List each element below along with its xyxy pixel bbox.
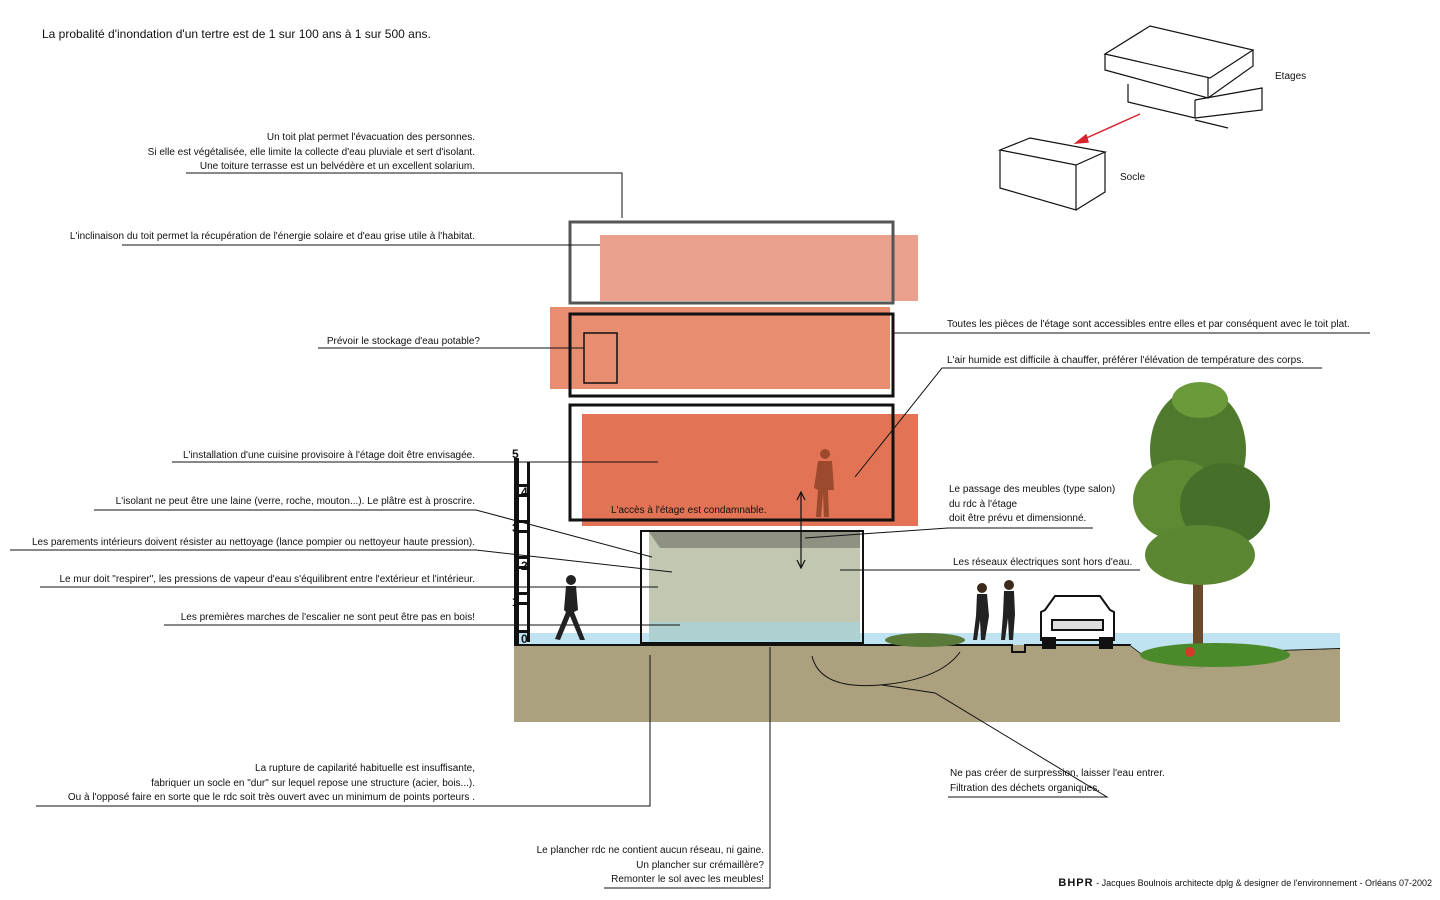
note-toit-plat: Un toit plat permet l'évacuation des per… [147,132,475,172]
scale-label-3: 3 [512,521,519,535]
leader-lines [10,172,1370,889]
rdc-shade [649,532,860,548]
rdc-water [649,622,860,642]
flood-scale-ticks [519,462,530,642]
low-floor-fill [582,414,918,526]
person-icon [555,575,585,640]
note-surpression: Ne pas créer de surpression, laisser l'e… [950,768,1165,794]
mid-floor-fill [550,307,890,389]
scale-label-1: 1 [512,595,519,609]
note-mur: Le mur doit "respirer", les pressions de… [59,574,475,585]
scale-label-2: 2 [521,559,528,573]
tree-icon [1133,382,1290,667]
socle-label: Socle [1120,172,1146,183]
flood-scale [514,458,519,645]
note-pieces: Toutes les pièces de l'étage sont access… [947,319,1350,330]
scale-label-4: 4 [521,485,528,499]
credit-text: - Jacques Boulnois architecte dplg & des… [1093,878,1432,888]
etages-sketch [1103,25,1263,129]
note-stockage: Prévoir le stockage d'eau potable? [326,336,480,347]
mid-floor-outline [568,312,895,398]
note-inclinaison: L'inclinaison du toit permet la récupéra… [69,231,475,242]
etages-label: Etages [1275,71,1307,82]
red-arrow-icon [1073,113,1141,144]
water-tank [583,332,618,384]
car-icon [1040,595,1115,649]
note-isolant: L'isolant ne peut être une laine (verre,… [115,496,475,507]
credit-line: BHPR - Jacques Boulnois architecte dplg … [1058,877,1432,889]
note-meubles: Le passage des meubles (type salon) du r… [949,484,1116,524]
stair-arrows [796,490,806,570]
scale-label-0: 0 [521,632,528,646]
page-title: La probalité d'inondation d'un tertre es… [42,27,431,41]
person-upstairs-icon [814,449,834,517]
note-cuisine: L'installation d'une cuisine provisoire … [182,450,475,461]
note-acces: L'accès à l'étage est condamnable. [611,505,767,516]
socle-sketch [997,137,1107,211]
top-floor-outline [568,220,895,305]
note-parements: Les parements intérieurs doivent résiste… [31,537,475,548]
shrub-icon [885,633,965,647]
note-capillarite: La rupture de capilarité habituelle est … [67,763,475,803]
note-marches: Les premières marches de l'escalier ne s… [180,612,475,623]
pedestrians-icon [973,580,1015,640]
note-plancher: Le plancher rdc ne contient aucun réseau… [536,845,764,885]
note-air: L'air humide est difficile à chauffer, p… [947,355,1304,366]
credit-brand: BHPR [1058,877,1094,889]
top-floor-fill [600,235,918,301]
scale-label-5: 5 [512,447,519,461]
note-reseaux: Les réseaux électriques sont hors d'eau. [953,557,1133,568]
